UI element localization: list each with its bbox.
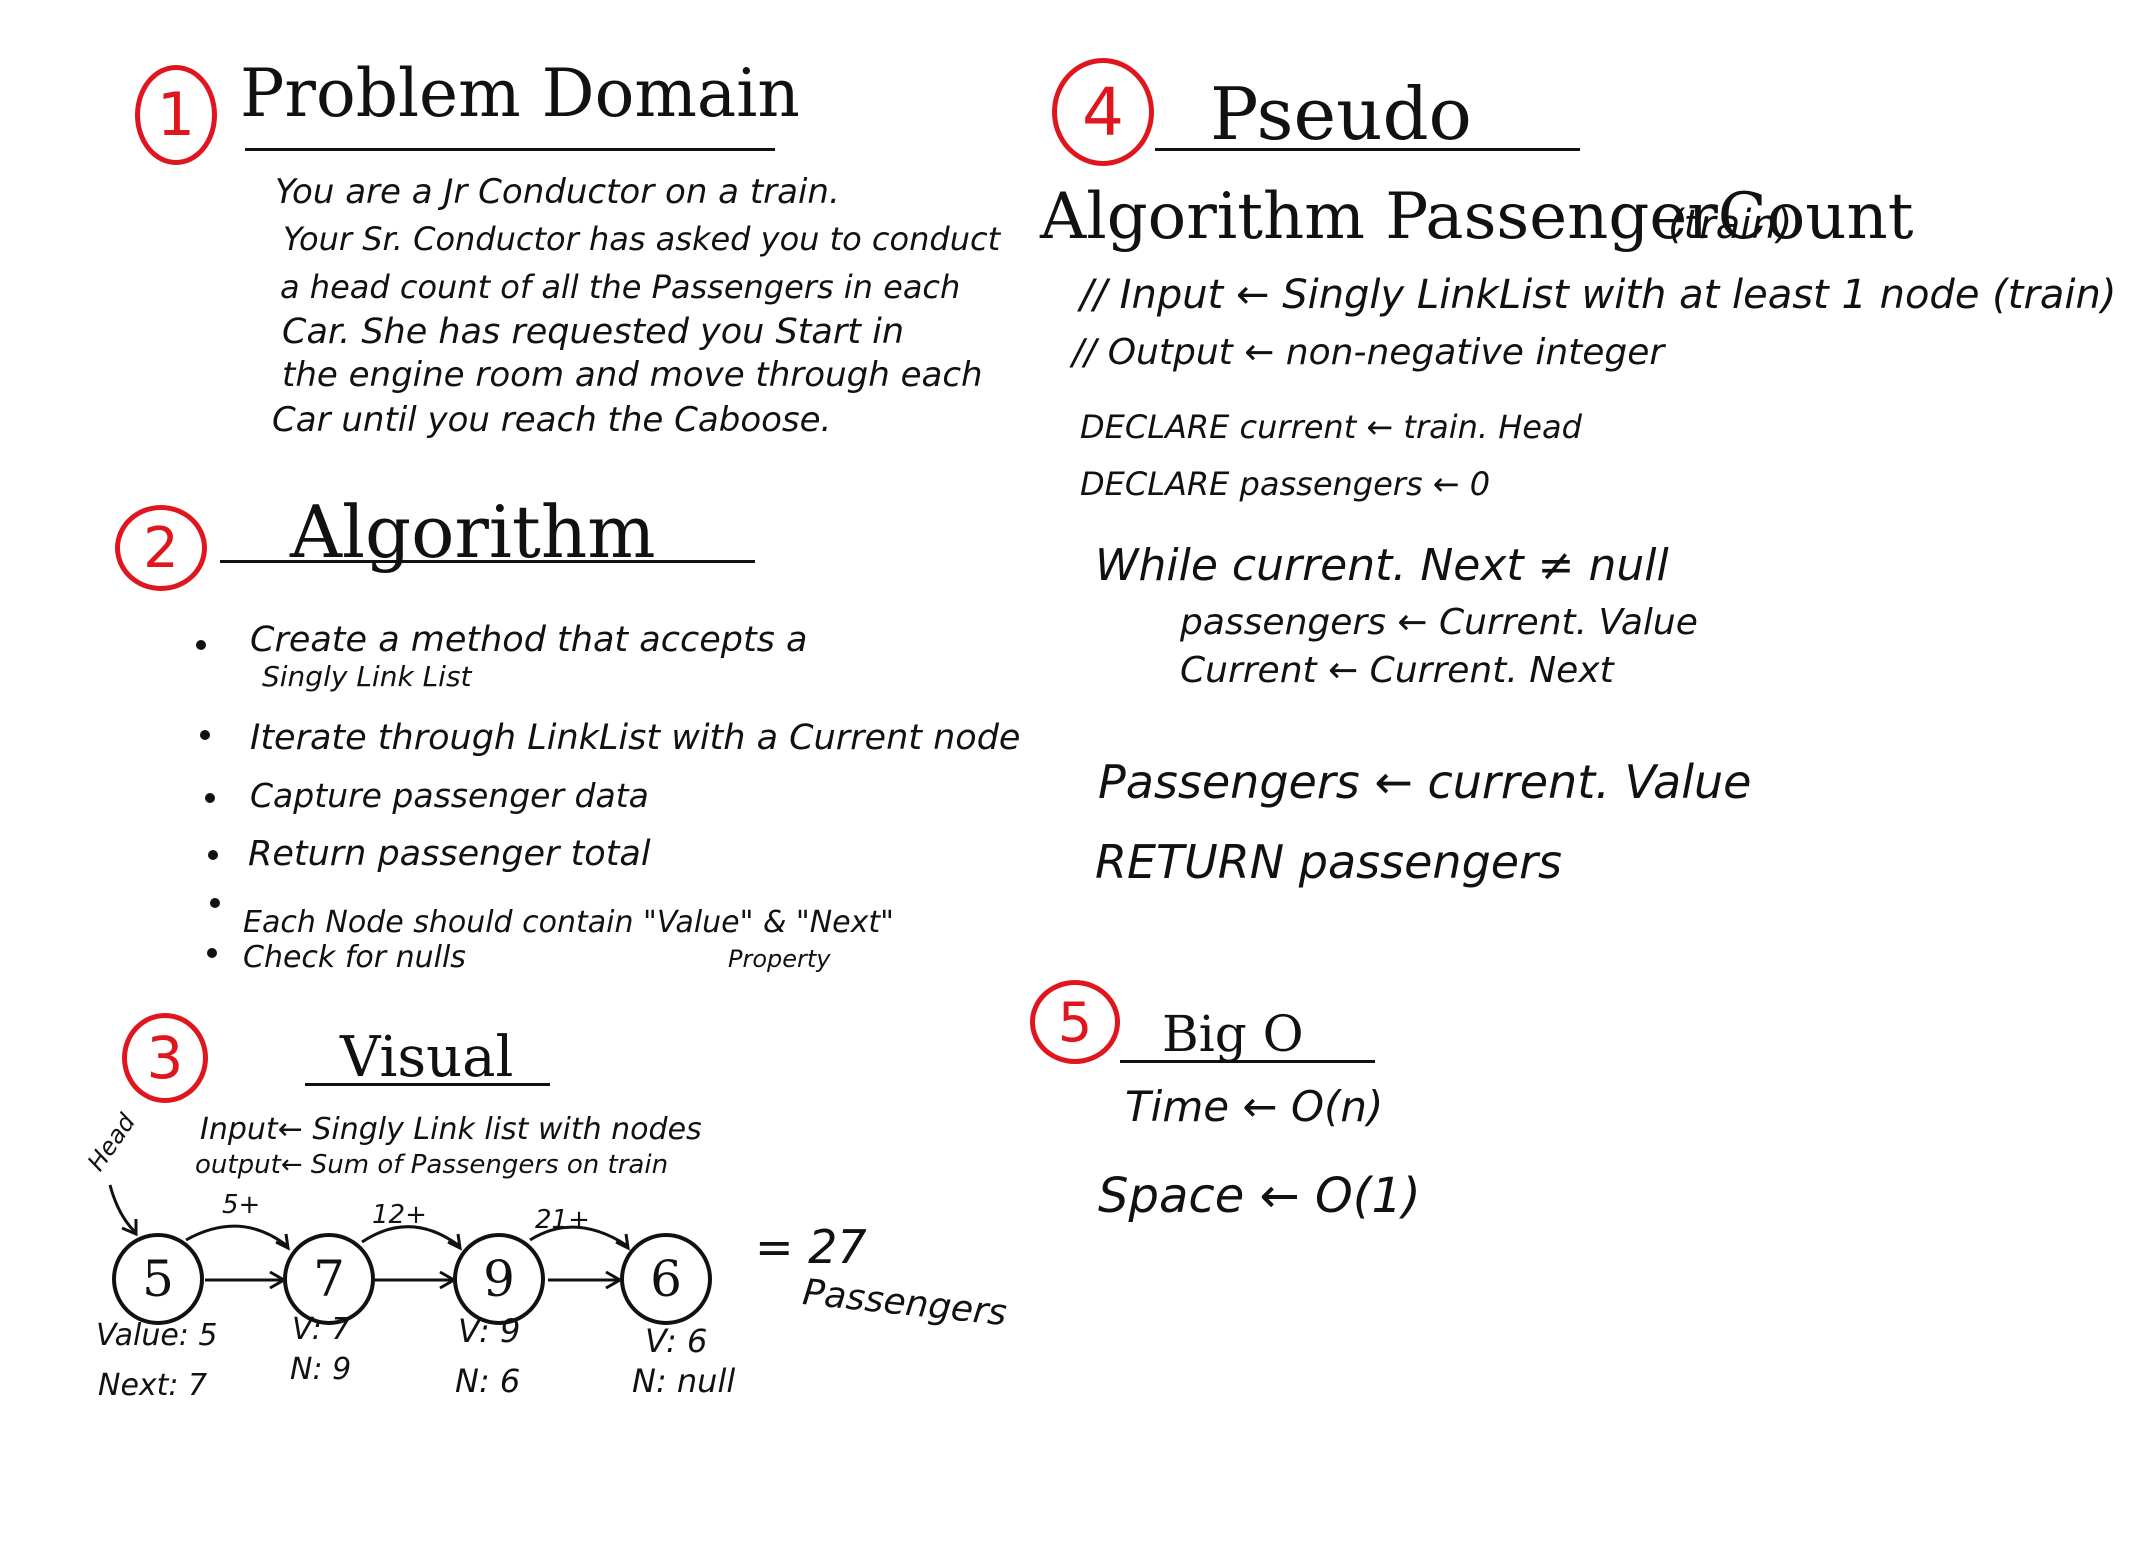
bullet-3 xyxy=(205,793,215,803)
problem-line-1: You are a Jr Conductor on a train. xyxy=(275,172,840,212)
problem-line-2: Your Sr. Conductor has asked you to cond… xyxy=(283,220,1001,258)
bullet-5 xyxy=(210,898,220,908)
big-o-time: Time ← O(n) xyxy=(1125,1082,1384,1131)
pseudo-algorithm-argument: (train) xyxy=(1668,202,1793,248)
node-1-value: Value: 5 xyxy=(96,1318,218,1353)
sum-label-3: 21+ xyxy=(535,1205,590,1235)
pseudo-passengers-assign: Passengers ← current. Value xyxy=(1098,755,1752,809)
section-number-4: 4 xyxy=(1052,58,1154,166)
head-arrowhead xyxy=(121,1219,138,1237)
sum-arc-1 xyxy=(185,1224,287,1247)
bullet-4 xyxy=(208,850,218,860)
pseudo-declare-passengers: DECLARE passengers ← 0 xyxy=(1080,465,1491,503)
sum-arc-2 xyxy=(361,1225,459,1247)
algorithm-step-2: Iterate through LinkList with a Current … xyxy=(250,718,1021,758)
node-3-next: N: 6 xyxy=(455,1362,521,1400)
node-7: 7 xyxy=(283,1233,375,1325)
node-9: 9 xyxy=(453,1233,545,1325)
visual-title: Visual xyxy=(340,1025,514,1090)
section-number-2: 2 xyxy=(115,505,207,591)
algorithm-step-6: Check for nulls xyxy=(243,940,466,975)
node-6: 6 xyxy=(620,1233,712,1325)
algorithm-step-1a: Create a method that accepts a xyxy=(250,620,808,660)
pseudo-underline xyxy=(1155,148,1580,151)
problem-line-5: the engine room and move through each xyxy=(282,355,983,395)
problem-line-6: Car until you reach the Caboose. xyxy=(272,400,832,440)
pseudo-while: While current. Next ≠ null xyxy=(1095,540,1669,591)
pseudo-while-line-1: passengers ← Current. Value xyxy=(1180,602,1698,643)
sum-arc-3 xyxy=(529,1225,627,1247)
pseudo-declare-current: DECLARE current ← train. Head xyxy=(1080,408,1582,446)
node-5: 5 xyxy=(112,1233,204,1325)
pseudo-input: // Input ← Singly LinkList with at least… xyxy=(1080,272,2117,318)
algorithm-step-1b: Singly Link List xyxy=(262,660,472,693)
sum-label-2: 12+ xyxy=(372,1200,427,1230)
big-o-title: Big O xyxy=(1162,1005,1304,1063)
algorithm-step-5: Each Node should contain "Value" & "Next… xyxy=(243,905,894,940)
sum-arrowhead-1 xyxy=(275,1233,290,1251)
bullet-2 xyxy=(200,730,210,740)
visual-output: output← Sum of Passengers on train xyxy=(195,1150,669,1180)
total-equals: = 27 xyxy=(755,1220,867,1274)
node-2-next: N: 9 xyxy=(290,1352,352,1387)
visual-input: Input← Singly Link list with nodes xyxy=(200,1112,702,1147)
algorithm-step-4: Return passenger total xyxy=(248,834,651,874)
node-1-next: Next: 7 xyxy=(98,1368,208,1403)
section-number-5: 5 xyxy=(1030,980,1120,1064)
problem-domain-title: Problem Domain xyxy=(240,55,800,132)
big-o-underline xyxy=(1120,1060,1375,1063)
sum-arrowhead-2 xyxy=(447,1233,462,1251)
big-o-space: Space ← O(1) xyxy=(1098,1168,1421,1224)
visual-underline xyxy=(305,1083,550,1086)
algorithm-step-3: Capture passenger data xyxy=(250,776,649,815)
pseudo-algorithm-heading: Algorithm PassengerCount xyxy=(1040,180,1914,254)
bullet-1 xyxy=(196,640,206,650)
problem-line-4: Car. She has requested you Start in xyxy=(282,312,905,352)
sum-arrowhead-3 xyxy=(615,1233,630,1251)
algorithm-underline xyxy=(220,560,755,563)
pseudo-title: Pseudo xyxy=(1210,72,1472,156)
problem-domain-underline xyxy=(245,148,775,151)
node-4-next: N: null xyxy=(632,1362,736,1400)
bullet-6 xyxy=(207,948,217,958)
section-number-3: 3 xyxy=(122,1013,208,1103)
head-arrow xyxy=(108,1184,137,1234)
node-4-value: V: 6 xyxy=(645,1322,708,1360)
section-number-1: 1 xyxy=(135,65,217,165)
node-2-value: V: 7 xyxy=(292,1312,351,1347)
pseudo-output: // Output ← non-negative integer xyxy=(1072,332,1665,373)
sum-label-1: 5+ xyxy=(222,1190,261,1220)
pseudo-return: RETURN passengers xyxy=(1095,835,1562,889)
pseudo-while-line-2: Current ← Current. Next xyxy=(1180,650,1614,691)
problem-line-3: a head count of all the Passengers in ea… xyxy=(280,268,961,306)
node-3-value: V: 9 xyxy=(458,1312,521,1350)
algorithm-step-5-note: Property xyxy=(728,945,831,973)
